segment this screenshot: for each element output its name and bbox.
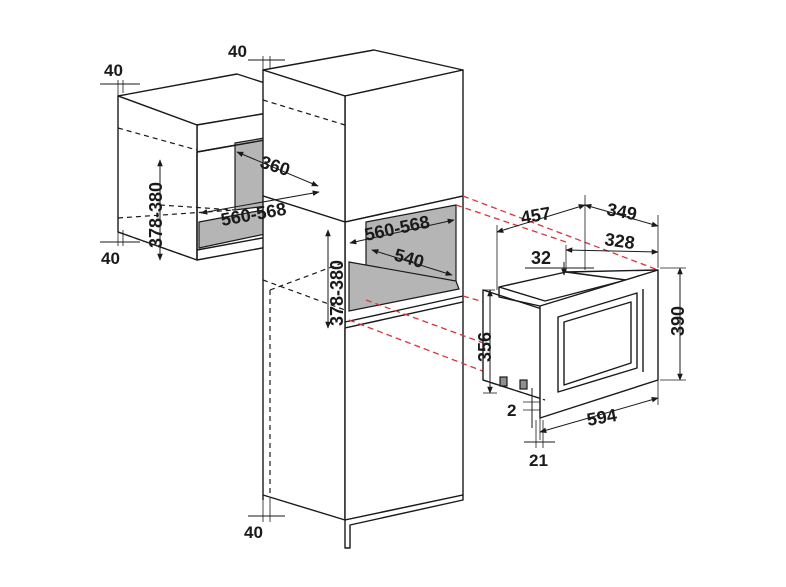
dim-wall-height: 378-380 — [146, 182, 166, 248]
dim-appliance-front-width: 594 — [585, 405, 618, 430]
appliance-foot-right — [519, 379, 528, 390]
tall-cabinet-lower-front — [344, 301, 464, 521]
dim-appliance-frame-depth: 349 — [605, 199, 638, 224]
dim-tall-top-offset: 40 — [228, 42, 247, 61]
tall-cabinet-lower-side — [262, 195, 346, 521]
tall-cabinet — [262, 49, 464, 549]
dim-appliance-total-depth: 457 — [519, 203, 552, 228]
dim-appliance-foot-height: 2 — [507, 401, 516, 420]
dim-appliance-body-height: 356 — [475, 332, 495, 362]
dim-wall-bottom-offset: 40 — [101, 249, 120, 268]
appliance-foot-left — [499, 376, 508, 387]
dim-tall-height: 378-380 — [327, 260, 347, 326]
microwave-appliance — [482, 269, 659, 419]
dim-wall-top-offset: 40 — [104, 61, 123, 80]
dim-appliance-body-depth: 328 — [603, 229, 636, 253]
tall-cabinet-plinth — [344, 494, 464, 549]
dim-appliance-front-thickness: 21 — [529, 451, 548, 470]
dimension-lines — [100, 56, 686, 522]
dim-appliance-top-gap: 32 — [531, 248, 551, 268]
dim-appliance-front-height: 390 — [668, 306, 688, 336]
dim-tall-bottom-offset: 40 — [244, 523, 263, 542]
